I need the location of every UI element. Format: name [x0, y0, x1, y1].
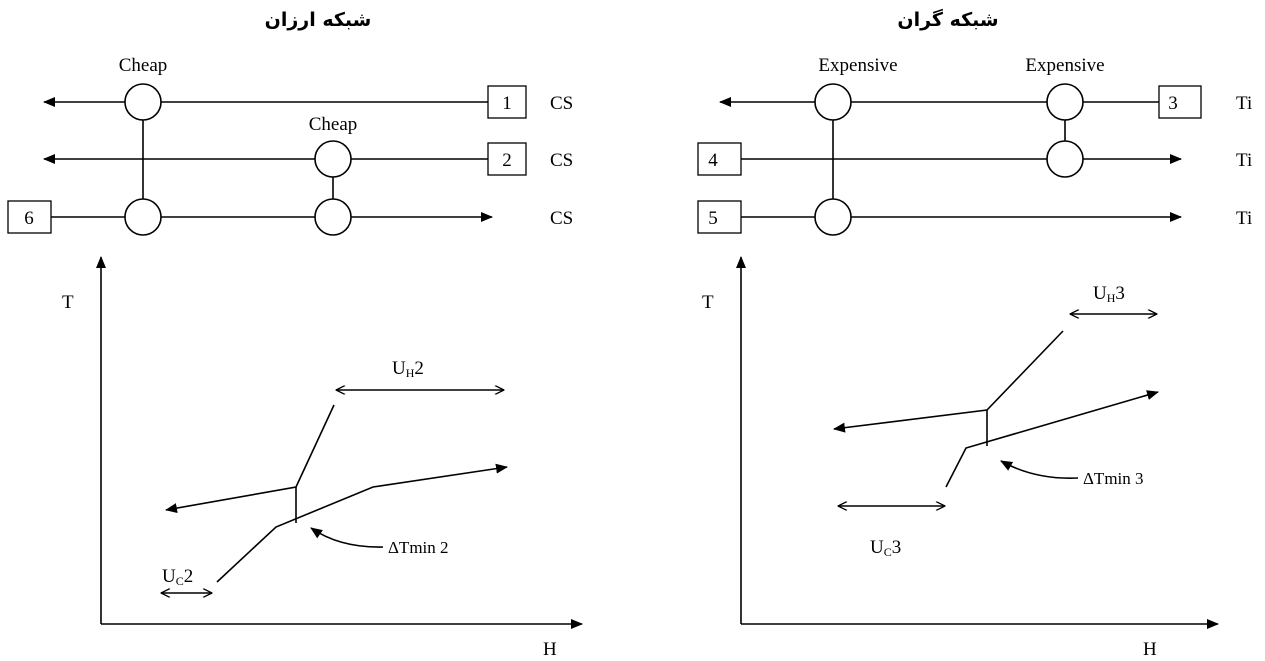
stream-number-box [697, 200, 742, 234]
exchanger-node [314, 198, 352, 236]
dtmin-pointer-arrow [310, 527, 384, 548]
stream-number: 5 [708, 208, 718, 229]
dtmin-label: ΔTmin 3 [1083, 469, 1144, 488]
stream-number: 2 [502, 150, 512, 171]
hot-utility-suffix: 2 [414, 358, 424, 379]
stream-number-box [487, 85, 527, 119]
cold-utility-base: U [162, 566, 176, 587]
exchanger-label: Expensive [818, 55, 897, 76]
hot-utility-base: U [392, 358, 406, 379]
cold-utility-suffix: 2 [184, 566, 194, 587]
stream-number: 4 [708, 150, 718, 171]
stream-type-label: Ti [1236, 150, 1252, 171]
stream-number: 3 [1168, 93, 1178, 114]
exchanger-node [1046, 140, 1084, 178]
stream-type-label: Ti [1236, 93, 1252, 114]
stream-type-label: CS [550, 150, 573, 171]
stream-number-box [1158, 85, 1202, 119]
exchanger-node [124, 198, 162, 236]
exchanger-node [314, 140, 352, 178]
stream-number-box [487, 142, 527, 176]
y-axis-label: T [702, 292, 714, 313]
expensive-th-plot: T H ΔTmin 3 UH3 UC3 [702, 256, 1219, 660]
cheap-network-title: شبکه ارزان [265, 9, 372, 31]
exchanger-node [814, 83, 852, 121]
stream-number-box [7, 200, 52, 234]
exchanger-label: Cheap [119, 55, 168, 76]
cheap-th-plot: T H ΔTmin 2 UH2 UC2 [62, 256, 583, 660]
exchanger-label: Expensive [1025, 55, 1104, 76]
cold-utility-label: UC3 [870, 537, 901, 559]
y-axis-label: T [62, 292, 74, 313]
stream-type-label: CS [550, 93, 573, 114]
expensive-network-title: شبکه گران [897, 8, 998, 31]
stream-type-label: CS [550, 208, 573, 229]
stream-number-box [697, 142, 742, 176]
dtmin-pointer-arrow [1000, 460, 1079, 479]
hot-composite-curve [165, 404, 335, 514]
stream-number: 1 [502, 93, 512, 114]
cold-utility-label: UC2 [162, 566, 193, 588]
exchanger-node [124, 83, 162, 121]
x-axis-label: H [1143, 639, 1157, 660]
cold-utility-subscript: C [176, 574, 184, 588]
dtmin-label: ΔTmin 2 [388, 538, 449, 557]
x-axis-label: H [543, 639, 557, 660]
hot-utility-suffix: 3 [1115, 283, 1125, 304]
cold-composite-curve [945, 390, 1159, 488]
hot-utility-label: UH3 [1093, 283, 1125, 305]
cold-utility-subscript: C [884, 545, 892, 559]
expensive-network: شبکه گران Expensive Expensive 3 4 5 Ti T… [697, 8, 1252, 660]
stream-type-label: Ti [1236, 208, 1252, 229]
hot-utility-subscript: H [1107, 291, 1116, 305]
exchanger-node [1046, 83, 1084, 121]
hot-utility-subscript: H [406, 366, 415, 380]
hot-composite-curve [833, 330, 1064, 433]
exchanger-node [814, 198, 852, 236]
stream-number: 6 [24, 208, 34, 229]
cold-composite-curve [216, 463, 508, 583]
cold-utility-base: U [870, 537, 884, 558]
cold-utility-suffix: 3 [892, 537, 902, 558]
cheap-network: شبکه ارزان Cheap Cheap 1 2 6 CS CS CS T [7, 9, 583, 660]
hot-utility-label: UH2 [392, 358, 424, 380]
hot-utility-base: U [1093, 283, 1107, 304]
exchanger-label: Cheap [309, 114, 358, 135]
